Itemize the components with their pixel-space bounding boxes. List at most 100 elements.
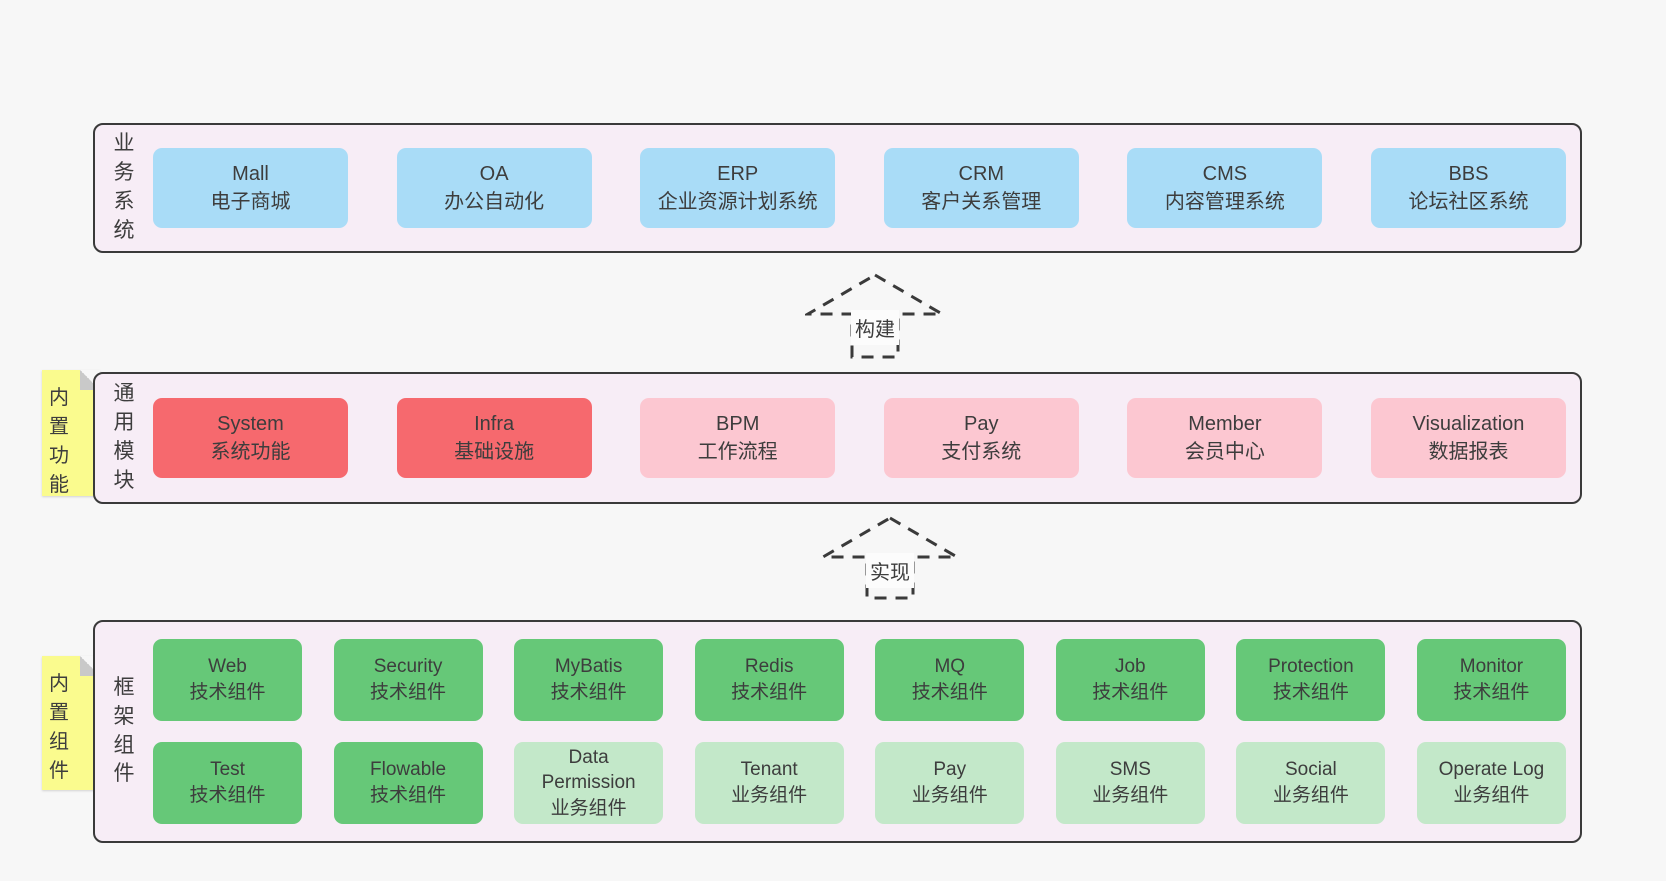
band-business-systems: 业务系统 Mall 电子商城 OA 办公自动化 ERP 企业资源计划系统 CRM…	[93, 123, 1582, 253]
box-title: Operate Log	[1438, 759, 1545, 781]
box-title: CRM	[958, 162, 1005, 185]
box-security: Security 技术组件	[333, 639, 483, 721]
box-title: Tenant	[740, 759, 798, 781]
box-member: Member 会员中心	[1127, 398, 1323, 478]
box-crm: CRM 客户关系管理	[883, 148, 1079, 228]
box-title: Test	[210, 759, 245, 781]
band-title: 通用模块	[113, 382, 135, 492]
box-subtitle: 业务组件	[731, 785, 808, 806]
box-subtitle: 业务组件	[1453, 785, 1530, 806]
band-label-column: 业务系统	[95, 125, 153, 251]
box-title: Pay	[964, 412, 999, 435]
box-subtitle: 技术组件	[911, 682, 988, 703]
box-tenant: Tenant 业务组件	[694, 742, 844, 824]
band-content: Web 技术组件 Security 技术组件 MyBatis 技术组件 Redi…	[153, 622, 1580, 841]
arrow-build-label: 构建	[851, 310, 899, 345]
box-title: Redis	[744, 656, 794, 678]
box-subtitle: 技术组件	[1272, 682, 1349, 703]
band-title: 业务系统	[113, 132, 135, 242]
box-redis: Redis 技术组件	[694, 639, 844, 721]
band-content: System 系统功能 Infra 基础设施 BPM 工作流程 Pay 支付系统…	[153, 374, 1580, 502]
box-title: Visualization	[1412, 412, 1525, 435]
box-sms: SMS 业务组件	[1055, 742, 1205, 824]
box-title: Job	[1114, 656, 1146, 678]
band-framework-components: 框架组件 Web 技术组件 Security 技术组件 MyBatis 技术组件…	[93, 620, 1582, 843]
box-bpm: BPM 工作流程	[640, 398, 836, 478]
box-erp: ERP 企业资源计划系统	[640, 148, 836, 228]
dashed-up-arrow-icon	[805, 273, 945, 359]
component-row-1: Web 技术组件 Security 技术组件 MyBatis 技术组件 Redi…	[153, 639, 1566, 721]
box-job: Job 技术组件	[1055, 639, 1205, 721]
sticky-text: 内置功能	[49, 387, 69, 496]
sticky-note-builtin-components: 内置组件	[42, 656, 100, 790]
box-subtitle: 技术组件	[550, 682, 627, 703]
box-title: Pay	[933, 759, 967, 781]
box-subtitle: 数据报表	[1428, 441, 1509, 463]
box-cms: CMS 内容管理系统	[1127, 148, 1323, 228]
box-test: Test 技术组件	[153, 742, 302, 824]
box-title: BPM	[716, 412, 760, 435]
box-subtitle: 企业资源计划系统	[657, 191, 818, 213]
box-flowable: Flowable 技术组件	[333, 742, 483, 824]
box-subtitle: 业务组件	[1092, 785, 1169, 806]
box-title: MQ	[934, 656, 966, 678]
arrow-implement: 实现	[820, 515, 960, 601]
box-title: Member	[1188, 412, 1262, 435]
arrow-build: 构建	[805, 272, 945, 360]
band-title: 框架组件	[113, 675, 135, 786]
box-infra: Infra 基础设施	[396, 398, 592, 478]
box-social: Social 业务组件	[1236, 742, 1386, 824]
box-mq: MQ 技术组件	[875, 639, 1025, 721]
dashed-up-arrow-icon	[820, 516, 960, 600]
box-subtitle: 内容管理系统	[1164, 191, 1285, 213]
box-pay-business: Pay 业务组件	[875, 742, 1025, 824]
box-subtitle: 技术组件	[370, 682, 447, 703]
box-data-permission: Data Permission 业务组件	[514, 742, 664, 824]
box-protection: Protection 技术组件	[1236, 639, 1386, 721]
box-subtitle: 技术组件	[370, 785, 447, 806]
box-title: Mall	[232, 162, 269, 185]
box-title: ERP	[717, 162, 759, 185]
band-common-modules: 通用模块 System 系统功能 Infra 基础设施 BPM 工作流程 Pay…	[93, 372, 1582, 504]
box-subtitle: 电子商城	[210, 191, 291, 213]
sticky-note-builtin-features: 内置功能	[42, 370, 100, 496]
box-subtitle: 技术组件	[1453, 682, 1530, 703]
band-content: Mall 电子商城 OA 办公自动化 ERP 企业资源计划系统 CRM 客户关系…	[153, 125, 1580, 251]
box-title: Flowable	[370, 759, 447, 781]
box-subtitle: 支付系统	[941, 441, 1022, 463]
box-subtitle: 客户关系管理	[921, 191, 1042, 213]
band-label-column: 框架组件	[95, 622, 153, 841]
box-title: MyBatis	[554, 656, 623, 678]
box-subtitle: 业务组件	[550, 797, 627, 819]
box-subtitle: 技术组件	[189, 682, 266, 703]
box-subtitle: 工作流程	[697, 441, 778, 463]
sticky-text: 内置组件	[49, 673, 69, 782]
box-subtitle: 技术组件	[731, 682, 808, 703]
band-label-column: 通用模块	[95, 374, 153, 502]
box-subtitle: 会员中心	[1184, 441, 1265, 463]
box-title: SMS	[1109, 759, 1151, 781]
box-pay: Pay 支付系统	[883, 398, 1079, 478]
box-subtitle: 技术组件	[189, 785, 266, 806]
box-operate-log: Operate Log 业务组件	[1416, 742, 1566, 824]
box-mybatis: MyBatis 技术组件	[514, 639, 664, 721]
box-title: BBS	[1448, 162, 1489, 185]
box-subtitle: 论坛社区系统	[1408, 191, 1529, 213]
box-subtitle: 系统功能	[210, 441, 291, 463]
box-visualization: Visualization 数据报表	[1370, 398, 1566, 478]
box-title: Security	[373, 656, 443, 678]
box-monitor: Monitor 技术组件	[1416, 639, 1566, 721]
box-title: OA	[479, 162, 509, 185]
box-subtitle: 业务组件	[911, 785, 988, 806]
box-bbs: BBS 论坛社区系统	[1370, 148, 1566, 228]
component-row-2: Test 技术组件 Flowable 技术组件 Data Permission …	[153, 742, 1566, 824]
box-subtitle: 技术组件	[1092, 682, 1169, 703]
box-title: Infra	[474, 412, 515, 435]
box-title: Data Permission	[541, 746, 636, 794]
box-title: Monitor	[1459, 656, 1524, 678]
box-subtitle: 基础设施	[454, 441, 535, 463]
box-title: Protection	[1268, 656, 1354, 678]
box-title: CMS	[1202, 162, 1248, 185]
box-title: System	[217, 412, 284, 435]
arrow-implement-label: 实现	[866, 553, 914, 588]
